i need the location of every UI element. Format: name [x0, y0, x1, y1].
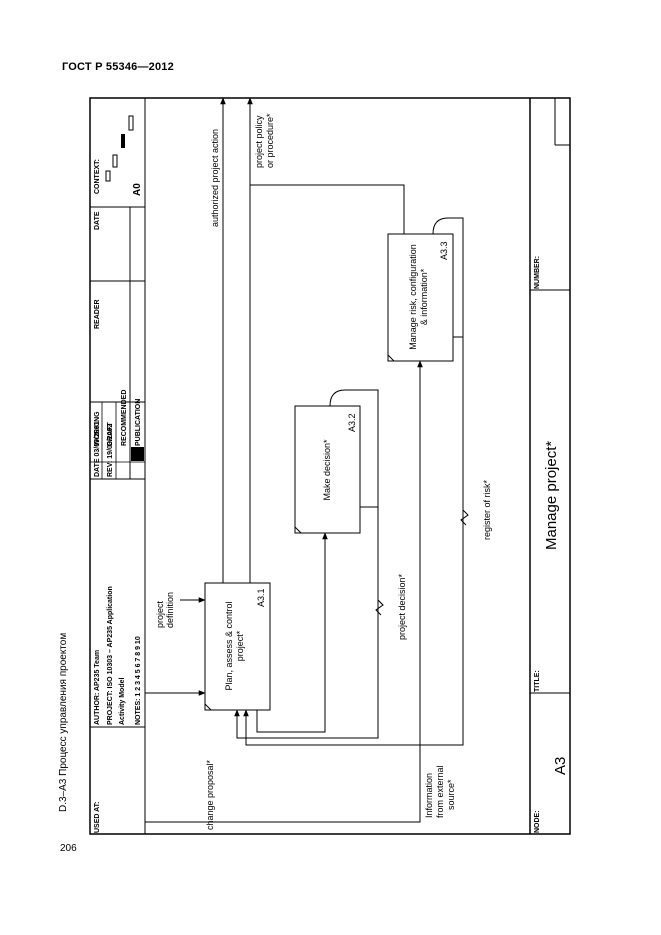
squiggle-project-decision [375, 599, 384, 616]
arrow-a31-to-a32 [256, 532, 328, 733]
context-mini-box [128, 115, 134, 131]
label-project-definition-2: definition [165, 592, 175, 628]
activity-model-text: Activity Model [119, 677, 126, 725]
recommended-label: RECOMMENDED [121, 390, 128, 446]
document-header: ГОСТ Р 55346—2012 [62, 61, 174, 73]
diagram-title: Manage project* [543, 441, 560, 550]
rev-text: REV: 19/03/2002 [107, 424, 114, 477]
label-register-of-risk: register of risk* [482, 479, 492, 540]
label-change-proposal: change proposal* [205, 759, 215, 830]
box-a3-3-line-2: & information* [419, 268, 429, 325]
outer-frame [89, 97, 571, 835]
number-label: NUMBER: [534, 256, 541, 289]
context-mini-box-active [121, 134, 125, 148]
node-value: A3 [552, 757, 569, 775]
label-project-decision: project decision* [397, 573, 407, 640]
label-external-info-3: source* [446, 779, 456, 810]
author-text: AUTHOR: AP235 Team [94, 650, 101, 725]
label-policy-1: project policy [254, 115, 264, 168]
draft-label: DRAFT [107, 422, 114, 446]
box-a3-1-line-2: project* [235, 630, 245, 661]
squiggle-register [460, 509, 469, 526]
box-a3-1-id: A3.1 [256, 588, 266, 607]
arrow-external-information [145, 360, 423, 823]
label-project-definition-1: project [155, 600, 165, 628]
arrow-register-loop [432, 217, 464, 337]
box-a3-3-id: A3.3 [439, 241, 449, 260]
notes-text: NOTES: 1 2 3 4 5 6 7 8 9 10 [135, 636, 142, 725]
project-text: PROJECT: ISO 10303 – AP235 Application [107, 586, 114, 725]
activity-box-a3-1: Plan, assess & control project* A3.1 [204, 582, 271, 711]
context-node-label: A0 [132, 183, 143, 196]
context-mini-box [105, 170, 111, 182]
page-number: 206 [60, 843, 77, 854]
box-a3-3-line-1: Manage risk, configuration [408, 244, 418, 350]
box-a3-2-id: A3.2 [347, 413, 357, 432]
publication-label: PUBLICATION [135, 399, 142, 446]
publication-checkbox [131, 447, 144, 461]
label-policy-2: or procedure* [265, 113, 275, 168]
arrow-project-decision [234, 506, 379, 739]
label-external-info-1: Information [424, 773, 434, 818]
label-external-info-2: from external [435, 765, 445, 818]
context-label: CONTEXT: [94, 159, 101, 194]
arrow-project-decision-loop [329, 389, 379, 507]
date-text: DATE 03/09/2001 [94, 421, 101, 477]
box-a3-1-line-1: Plan, assess & control [224, 601, 234, 690]
activity-box-a3-2: Make decision* A3.2 [294, 405, 361, 534]
used-at-label: USED AT: [94, 802, 101, 834]
label-authorized-action: authorized project action [210, 129, 220, 227]
title-label: TITLE: [534, 670, 541, 692]
box-a3-2-line-1: Make decision* [322, 439, 332, 501]
reader-label: READER [94, 299, 101, 329]
arrow-project-policy [249, 184, 405, 583]
context-mini-box [112, 154, 118, 168]
activity-box-a3-3: Manage risk, configuration & information… [387, 233, 454, 362]
date2-label: DATE [94, 211, 101, 230]
node-label: NODE: [534, 810, 541, 833]
working-label: WORKING [94, 411, 101, 446]
arrow-register-of-risk [243, 336, 464, 746]
